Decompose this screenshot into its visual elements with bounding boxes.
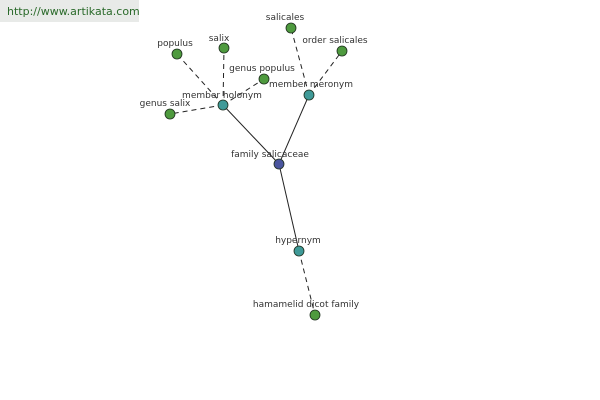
node-label-salicales[interactable]: salicales (266, 13, 305, 23)
edge-member-holonym-to-populus (176, 53, 224, 106)
labels-layer: family salicaceae member holonym member me… (140, 13, 368, 310)
node-label-genus-salix[interactable]: genus salix (140, 99, 191, 109)
edge-hypernym-to-hamamelid-dicot-family (298, 250, 316, 316)
edge-member-holonym-to-salix (222, 47, 225, 106)
node-label-salix[interactable]: salix (209, 34, 230, 44)
node-label-hamamelid-dicot-family[interactable]: hamamelid dicot family (253, 300, 360, 310)
node-label-family-salicaceae[interactable]: family salicaceae (231, 150, 309, 160)
node-hamamelid-dicot-family[interactable] (309, 309, 321, 321)
node-genus-populus[interactable] (258, 73, 270, 85)
edge-family-salicaceae-to-member-holonym (222, 104, 280, 165)
nodes-layer (164, 22, 348, 321)
node-label-genus-populus[interactable]: genus populus (229, 64, 295, 74)
node-label-hypernym[interactable]: hypernym (275, 236, 321, 246)
node-genus-salix[interactable] (164, 108, 176, 120)
node-label-populus[interactable]: populus (157, 39, 193, 49)
node-salix[interactable] (218, 42, 230, 54)
edge-member-meronym-to-salicales (290, 27, 310, 96)
node-family-salicaceae[interactable] (273, 158, 285, 170)
node-label-order-salicales[interactable]: order salicales (302, 36, 368, 46)
edge-family-salicaceae-to-hypernym (278, 163, 300, 252)
watermark-bar: http://www.artikata.com (0, 0, 140, 22)
node-salicales[interactable] (285, 22, 297, 34)
node-member-holonym[interactable] (217, 99, 229, 111)
edge-member-holonym-to-genus-populus (222, 78, 265, 106)
edge-family-salicaceae-to-member-meronym (278, 94, 310, 165)
edge-member-meronym-to-order-salicales (308, 50, 343, 96)
node-label-member-meronym[interactable]: member meronym (269, 80, 353, 90)
watermark-url[interactable]: http://www.artikata.com (7, 5, 140, 18)
node-label-member-holonym[interactable]: member holonym (182, 91, 262, 101)
node-hypernym[interactable] (293, 245, 305, 257)
node-order-salicales[interactable] (336, 45, 348, 57)
edges-layer (169, 27, 343, 316)
node-member-meronym[interactable] (303, 89, 315, 101)
node-populus[interactable] (171, 48, 183, 60)
